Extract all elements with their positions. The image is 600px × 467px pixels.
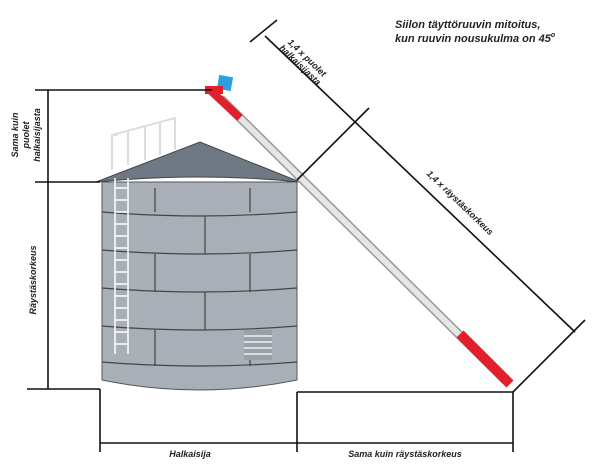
degree-sign: o — [551, 32, 556, 39]
ladder — [114, 178, 129, 354]
label-half-diameter: Sama kuin puolet halkaisijasta — [10, 108, 42, 162]
silo-roof — [95, 141, 301, 183]
svg-text:kun ruuvin nousukulma on 45o: kun ruuvin nousukulma on 45o — [395, 32, 556, 45]
title-line2: kun ruuvin nousukulma on 45 — [395, 33, 552, 45]
label-diameter: Halkaisija — [169, 449, 211, 459]
silo-hatch — [244, 330, 272, 360]
svg-text:Sama kuin: Sama kuin — [10, 112, 20, 158]
silo — [95, 116, 301, 391]
label-eave-height: Räystäskorkeus — [28, 245, 38, 314]
fill-auger — [205, 74, 514, 388]
label-same-as-eave: Sama kuin räystäskorkeus — [348, 449, 462, 459]
label-diag-eave: 1,4 x räystäskorkeus — [425, 168, 496, 237]
title-line1: Siilon täyttöruuvin mitoitus, — [395, 19, 540, 31]
roof-cage — [111, 116, 176, 170]
dimension-lines — [27, 19, 586, 452]
svg-text:puolet: puolet — [21, 121, 31, 150]
svg-text:halkaisijasta: halkaisijasta — [32, 108, 42, 162]
label-diag-half: 1,4 x puolet halkaisijasta — [277, 37, 329, 87]
